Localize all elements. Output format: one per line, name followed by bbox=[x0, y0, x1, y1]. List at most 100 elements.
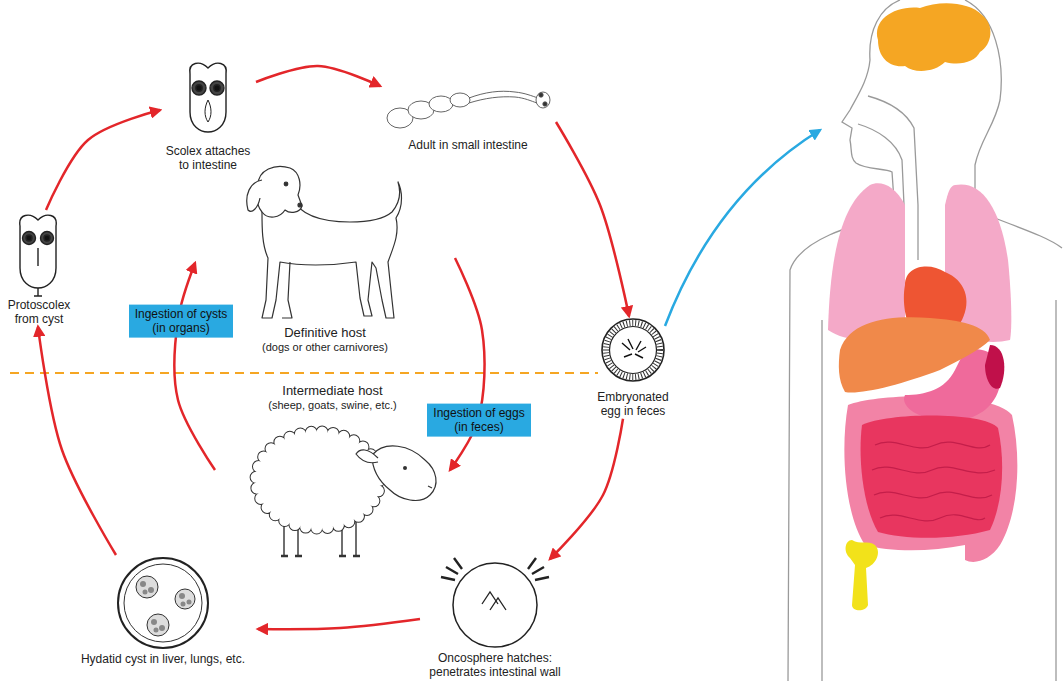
cycle-arrow bbox=[46, 110, 160, 210]
oncosphere-figure bbox=[441, 558, 549, 647]
host-examples: (dogs or other carnivores) bbox=[195, 341, 455, 354]
lung bbox=[828, 183, 905, 339]
egg-figure bbox=[610, 327, 657, 374]
human-body-outline bbox=[821, 320, 822, 681]
stage-figure: Protoscolex from cyst bbox=[2, 210, 76, 327]
hydatid-cyst-figure bbox=[140, 581, 192, 633]
sheep-figure bbox=[403, 466, 407, 470]
human-infection-arrow bbox=[665, 130, 820, 326]
protoscolex-figure bbox=[20, 215, 56, 288]
hydatid-cyst-figure bbox=[175, 589, 195, 609]
hydatid-cyst-figure bbox=[148, 587, 154, 593]
scolex-figure bbox=[210, 81, 224, 95]
scolex-figure bbox=[205, 100, 211, 122]
adult-worm-figure bbox=[387, 91, 550, 128]
scolex-figure bbox=[190, 63, 226, 132]
stage-caption: Protoscolex from cyst bbox=[2, 298, 76, 327]
sheep-figure bbox=[256, 432, 380, 528]
adult-worm-figure bbox=[469, 97, 537, 103]
cycle-arrow bbox=[550, 419, 623, 559]
cycle-arrow bbox=[174, 263, 215, 470]
transmission-label: Ingestion of cysts (in organs) bbox=[129, 305, 233, 338]
adult-worm-figure bbox=[536, 92, 550, 108]
protoscolex-figure bbox=[26, 235, 32, 241]
stage-caption: Oncosphere hatches: penetrates intestina… bbox=[420, 651, 570, 680]
transmission-label: Ingestion of eggs (in feces) bbox=[427, 404, 531, 437]
stage-figure: Scolex attaches to intestine bbox=[160, 58, 256, 173]
scolex-figure bbox=[196, 85, 202, 91]
hydatid-cyst-figure bbox=[124, 564, 202, 642]
oncosphere-figure bbox=[441, 558, 549, 580]
oncosphere-figure bbox=[453, 563, 537, 647]
dog-figure bbox=[257, 166, 302, 217]
cycle-arrow bbox=[556, 122, 629, 316]
stage-figure: Adult in small intestine bbox=[380, 72, 556, 152]
human-organs bbox=[872, 442, 995, 521]
protoscolex-figure bbox=[20, 215, 56, 296]
host-divider bbox=[10, 372, 598, 374]
stage-caption: Embryonated egg in feces bbox=[593, 390, 673, 419]
human-body-outline bbox=[904, 205, 918, 260]
hydatid-cyst-figure bbox=[118, 558, 208, 648]
adult-worm-figure bbox=[539, 93, 543, 97]
sheep-figure bbox=[428, 486, 432, 488]
egg-figure bbox=[606, 323, 660, 377]
dog-figure bbox=[247, 180, 262, 211]
sheep-figure bbox=[281, 555, 360, 558]
hydatid-cyst-figure bbox=[151, 619, 157, 625]
adult-worm-figure bbox=[429, 96, 453, 112]
protoscolex-figure bbox=[44, 235, 50, 241]
host-figure: Definitive host(dogs or other carnivores… bbox=[195, 163, 455, 354]
adult-worm-figure bbox=[543, 102, 547, 106]
small-intestine bbox=[861, 416, 1003, 538]
egg-figure bbox=[622, 339, 646, 358]
dog-figure bbox=[284, 182, 288, 186]
hydatid-cyst-figure bbox=[143, 590, 148, 595]
sheep-figure bbox=[256, 432, 436, 556]
oncosphere-figure bbox=[482, 592, 506, 610]
protoscolex-figure bbox=[37, 248, 38, 266]
spleen bbox=[985, 345, 1004, 389]
scolex-figure bbox=[214, 85, 220, 91]
egg-figure bbox=[602, 319, 664, 381]
cycle-arrow bbox=[256, 66, 380, 86]
protoscolex-figure bbox=[34, 288, 42, 296]
hydatid-cyst-figure bbox=[136, 576, 158, 598]
sheep-figure bbox=[372, 446, 436, 501]
host-figure: Intermediate host(sheep, goats, swine, e… bbox=[215, 383, 450, 592]
hydatid-cyst-figure bbox=[179, 593, 185, 599]
protoscolex-figure bbox=[23, 232, 36, 245]
sheep-figure bbox=[356, 450, 378, 463]
stage-figure: Hydatid cyst in liver, lungs, etc. bbox=[68, 555, 258, 666]
colon bbox=[844, 396, 1017, 562]
dog-figure bbox=[247, 166, 402, 318]
stage-caption: Adult in small intestine bbox=[380, 138, 556, 152]
hydatid-cyst-figure bbox=[159, 625, 165, 631]
scolex-figure bbox=[190, 63, 226, 132]
brain bbox=[877, 3, 990, 71]
stage-caption: Scolex attaches to intestine bbox=[160, 144, 256, 173]
hydatid-cyst-figure bbox=[187, 600, 192, 605]
femur bbox=[846, 540, 878, 610]
stage-figure: Embryonated egg in feces bbox=[593, 316, 673, 419]
egg-figure bbox=[602, 319, 664, 381]
dog-figure bbox=[282, 262, 292, 318]
human-organs bbox=[828, 3, 1017, 610]
stage-caption: Intermediate host bbox=[215, 383, 450, 399]
host-examples: (sheep, goats, swine, etc.) bbox=[215, 399, 450, 412]
hydatid-cyst-figure bbox=[181, 602, 186, 607]
protoscolex-figure bbox=[41, 232, 54, 245]
human-body-outline bbox=[1055, 300, 1056, 681]
sheep-figure bbox=[256, 432, 380, 528]
stage-caption: Hydatid cyst in liver, lungs, etc. bbox=[68, 652, 258, 666]
stage-caption: Definitive host bbox=[195, 325, 455, 341]
dog-figure bbox=[298, 203, 302, 207]
hydatid-cyst-figure bbox=[147, 614, 169, 636]
stage-figure: Oncosphere hatches: penetrates intestina… bbox=[420, 559, 570, 680]
hydatid-cyst-figure bbox=[118, 558, 208, 648]
scolex-figure bbox=[192, 81, 206, 95]
sheep-figure bbox=[256, 432, 380, 528]
liver bbox=[839, 317, 990, 392]
